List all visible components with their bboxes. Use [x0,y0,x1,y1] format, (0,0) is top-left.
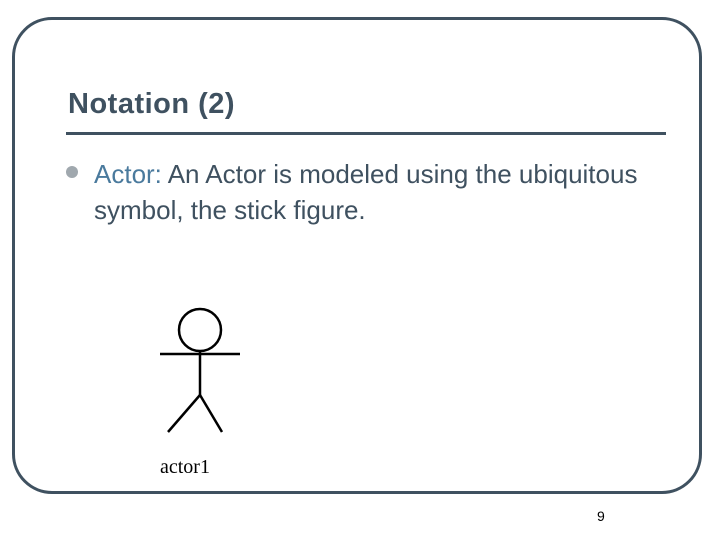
bullet-text: Actor: An Actor is modeled using the ubi… [94,156,654,228]
slide-title: Notation (2) [68,88,236,120]
actor-left-leg [167,394,201,433]
actor-right-leg [198,394,224,433]
stick-figure-actor-icon [160,307,240,433]
bullet-dot-icon [66,166,78,178]
page-number: 9 [597,508,605,524]
slide-frame [12,17,702,494]
bullet-term: Actor: [94,159,162,189]
actor-label: actor1 [160,456,210,478]
actor-head [177,307,223,353]
title-underline [66,132,666,135]
bullet-description: An Actor is modeled using the ubiquitous… [94,159,638,225]
